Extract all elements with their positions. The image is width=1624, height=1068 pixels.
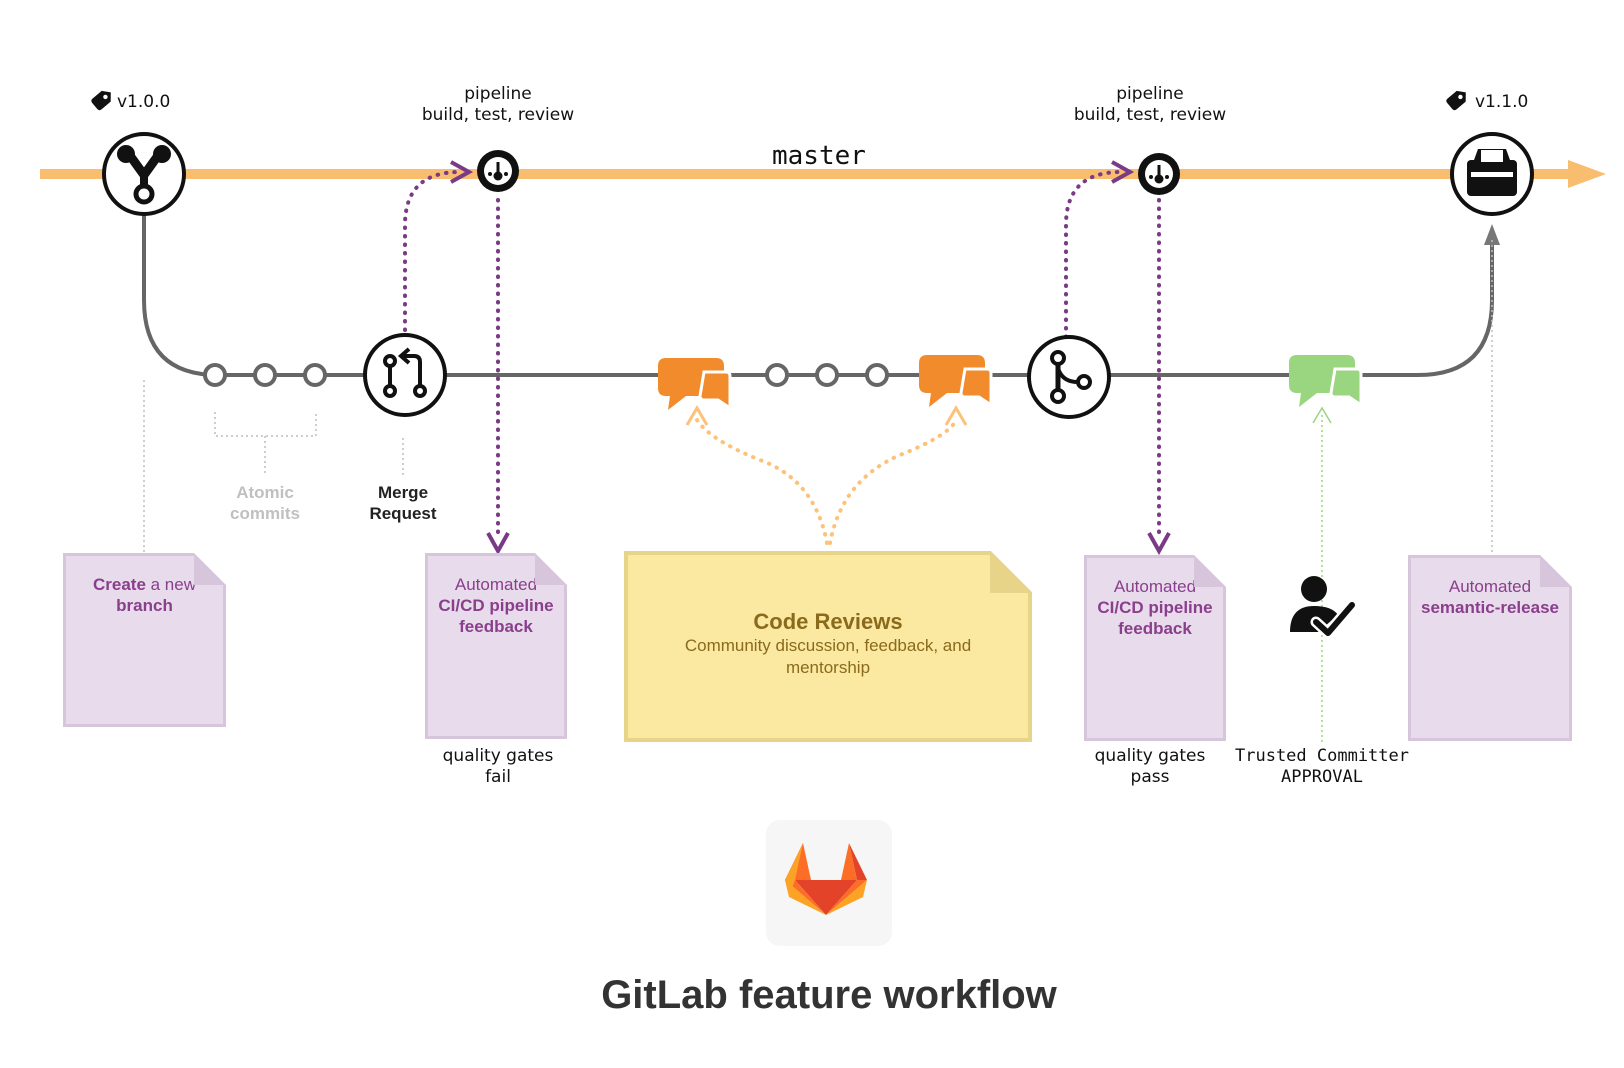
atomic-commits-1 (203, 363, 327, 387)
pipeline-icon (477, 150, 519, 192)
code-reviews-subtitle-1: Community discussion, feedback, and (684, 636, 972, 655)
feature-branch-line (142, 215, 1500, 377)
note-fold (1540, 555, 1572, 587)
fork-icon (102, 132, 186, 216)
note-fold (194, 553, 226, 585)
tag-label-end: v1.1.0 (1475, 92, 1529, 112)
note-fold (535, 553, 567, 585)
approval-arrowhead (1312, 406, 1332, 424)
approval-icon (1290, 576, 1358, 639)
atomic-label-line1: Atomic (236, 483, 294, 502)
merge-icon (1027, 335, 1111, 419)
note-line1: Automated (1448, 577, 1532, 596)
gates-fail-line2: fail (485, 767, 511, 787)
commit-node (865, 363, 889, 387)
commit-node (203, 363, 227, 387)
note-line3: feedback (459, 617, 533, 636)
pipeline-label-1: pipeline build, test, review (408, 84, 588, 126)
merge-label-line1: Merge (377, 483, 429, 502)
review-arrowheads (685, 405, 968, 426)
note-line3: feedback (1118, 619, 1192, 638)
quality-gates-pass-label: quality gates pass (1070, 746, 1230, 788)
review-links (695, 418, 958, 545)
dotted-connectors (143, 240, 1493, 553)
approval-chat-icon (1289, 355, 1363, 408)
pipeline-arrowheads (450, 160, 1171, 556)
note-line2: CI/CD pipeline (438, 596, 554, 615)
note-line1: Automated (454, 575, 538, 594)
note-line2: branch (116, 596, 173, 615)
note-line2: semantic-release (1421, 598, 1559, 617)
note-fold (1194, 555, 1226, 587)
commit-node (815, 363, 839, 387)
quality-gates-fail-label: quality gates fail (418, 746, 578, 788)
merge-request-label: Merge Request (343, 482, 463, 524)
merge-request-icon (363, 333, 447, 417)
pipeline-icon (1138, 153, 1180, 195)
note-rest: a new (145, 575, 196, 594)
trusted-committer-label: Trusted Committer APPROVAL (1222, 746, 1422, 788)
commit-node (303, 363, 327, 387)
pipeline-subtitle: build, test, review (1073, 105, 1227, 125)
commit-node (253, 363, 277, 387)
note-semantic-release: Automated semantic-release (1408, 555, 1572, 741)
tag-icon (1446, 90, 1466, 111)
pipeline-subtitle: build, test, review (421, 105, 575, 125)
package-icon (1450, 132, 1534, 216)
note-feedback-pass: Automated CI/CD pipeline feedback (1084, 555, 1226, 741)
note-line2: CI/CD pipeline (1097, 598, 1213, 617)
atomic-commits-2 (765, 363, 889, 387)
merge-label-line2: Request (369, 504, 437, 523)
gitlab-logo (766, 820, 892, 946)
note-line1: Create a new (66, 574, 223, 595)
code-reviews-text: Code Reviews Community discussion, feedb… (626, 609, 1030, 679)
branch-label-master: master (772, 141, 866, 171)
note-feedback-fail: Automated CI/CD pipeline feedback (425, 553, 567, 739)
page-title: GitLab feature workflow (601, 973, 1057, 1017)
chat-icon (658, 358, 732, 411)
gates-pass-line1: quality gates (1094, 746, 1206, 766)
code-reviews-title: Code Reviews (753, 609, 903, 634)
gates-pass-line2: pass (1130, 767, 1170, 787)
pipeline-title: pipeline (464, 84, 532, 104)
tag-icon (91, 90, 111, 111)
note-line1: Automated (1113, 577, 1197, 596)
code-reviews-subtitle-2: mentorship (785, 658, 871, 677)
chat-icon (919, 355, 993, 408)
committer-line2: APPROVAL (1281, 767, 1363, 787)
note-create-branch: Create a new branch (63, 553, 226, 727)
code-reviews-box (624, 551, 1032, 742)
pipeline-label-2: pipeline build, test, review (1060, 84, 1240, 126)
master-branch-line (40, 160, 1606, 188)
tag-label-start: v1.0.0 (117, 92, 171, 112)
atomic-label-line2: commits (230, 504, 300, 523)
pipeline-links (403, 170, 1161, 537)
gates-fail-line1: quality gates (442, 746, 554, 766)
committer-line1: Trusted Committer (1235, 746, 1409, 766)
note-bold: Create (92, 575, 146, 594)
pipeline-title: pipeline (1116, 84, 1184, 104)
atomic-commits-label: Atomic commits (205, 482, 325, 524)
commit-node (765, 363, 789, 387)
